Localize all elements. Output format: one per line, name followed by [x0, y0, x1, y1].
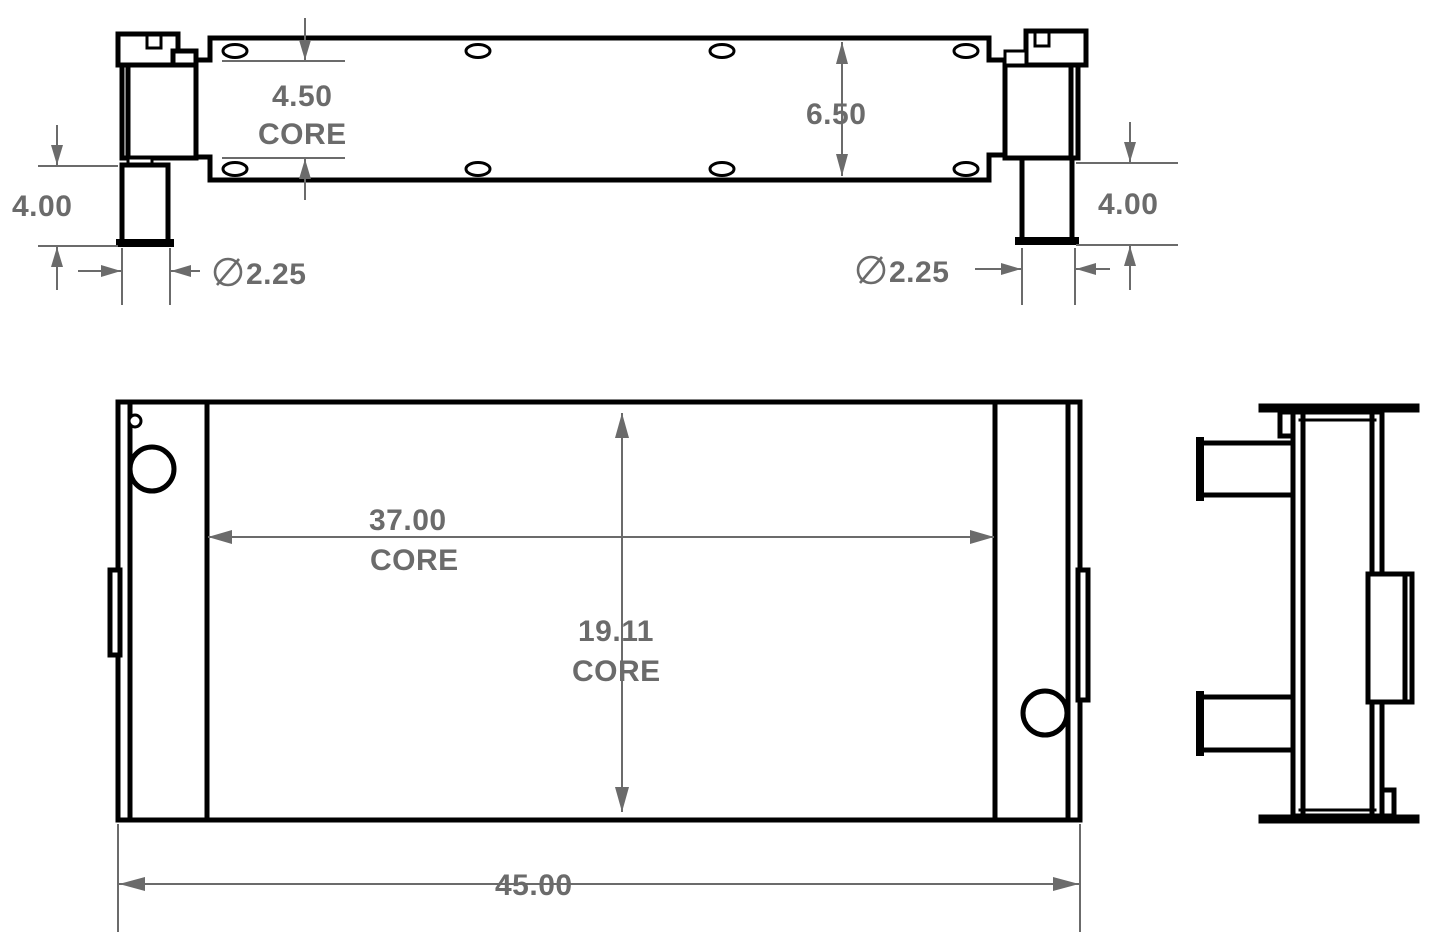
slot-hole — [221, 43, 249, 59]
top-view-mounting-slots-upper — [221, 43, 980, 59]
front-view: 37.00 CORE 19.11 CORE 45.00 — [107, 399, 1091, 932]
top-view-right-tank — [1002, 28, 1089, 161]
dim-37-00-core — [208, 530, 994, 544]
front-view-left-port-hole — [127, 444, 177, 494]
dim-dia-2-25-right-value: 2.25 — [889, 256, 949, 289]
slot-hole — [221, 161, 249, 177]
front-view-body-outline — [115, 399, 1083, 823]
dim-37-00-value: 37.00 — [369, 504, 447, 537]
dim-4-00-right — [1076, 122, 1178, 290]
dim-dia-2-25-left-value: 2.25 — [246, 258, 306, 291]
side-view — [1196, 403, 1420, 824]
front-view-left-small-hole — [127, 413, 143, 429]
front-view-right-side-tab — [1075, 567, 1091, 703]
dim-4-50-value: 4.50 — [272, 80, 332, 113]
slot-hole — [952, 43, 980, 59]
diameter-symbol-icon — [856, 255, 886, 285]
dim-45-00 — [117, 824, 1081, 932]
dim-37-00-note: CORE — [370, 544, 459, 577]
dim-4-50-core — [222, 18, 345, 200]
dim-19-11-note: CORE — [572, 655, 661, 688]
front-view-left-side-tab — [107, 567, 123, 658]
dim-4-50-note: CORE — [258, 118, 347, 151]
dim-19-11-core — [615, 413, 629, 812]
dim-6-50-value: 6.50 — [806, 98, 866, 131]
dim-dia-2-25-left — [78, 248, 243, 305]
dim-4-00-left — [38, 125, 118, 290]
side-view-upper-neck — [1197, 440, 1296, 498]
top-view-left-neck — [116, 162, 174, 247]
slot-hole — [464, 161, 492, 177]
slot-hole — [708, 161, 736, 177]
top-view: 4.50 CORE 6.50 4.00 4.00 2.25 2.25 — [12, 18, 1178, 305]
slot-hole — [464, 43, 492, 59]
top-view-right-neck — [1015, 155, 1079, 245]
front-view-right-port-hole — [1020, 688, 1070, 738]
side-view-top-notch — [1277, 409, 1296, 439]
side-view-lower-neck — [1197, 694, 1296, 753]
top-view-mounting-slots-lower — [221, 161, 980, 177]
dim-4-00-right-value: 4.00 — [1098, 188, 1158, 221]
side-view-side-mount-pad — [1365, 571, 1415, 705]
slot-hole — [708, 43, 736, 59]
side-view-bottom-notch — [1379, 787, 1397, 819]
dim-4-00-left-value: 4.00 — [12, 190, 72, 223]
dim-19-11-value: 19.11 — [578, 615, 654, 648]
diameter-symbol-icon — [213, 257, 243, 287]
top-view-left-tank — [115, 31, 199, 172]
dim-dia-2-25-right — [856, 248, 1110, 305]
dim-6-50 — [836, 42, 848, 176]
dim-45-00-value: 45.00 — [495, 869, 573, 902]
slot-hole — [952, 161, 980, 177]
